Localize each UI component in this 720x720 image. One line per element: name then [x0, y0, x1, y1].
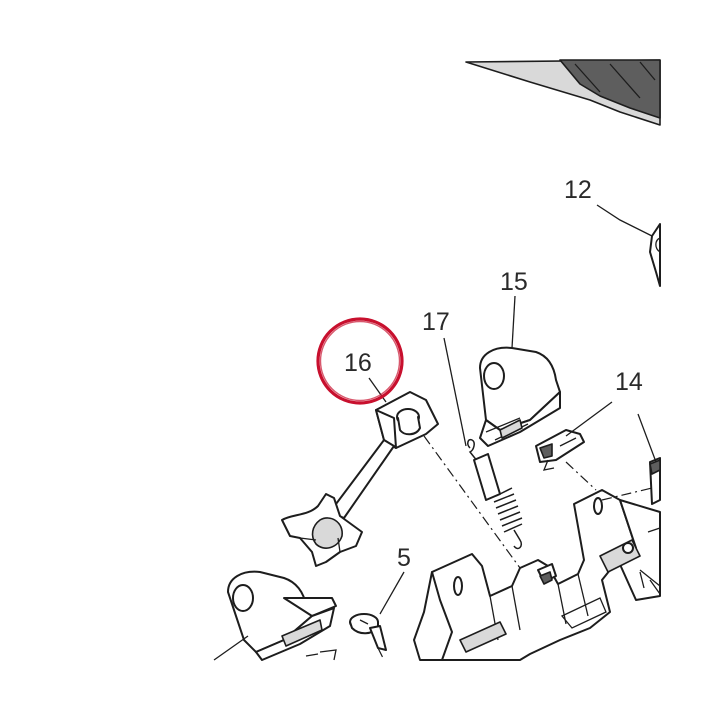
callout-15: 15	[500, 268, 528, 296]
callout-16: 16	[344, 349, 372, 377]
leader-14	[565, 401, 613, 437]
callout-5: 5	[397, 544, 411, 572]
part-12	[649, 223, 661, 287]
callout-14: 14	[615, 368, 643, 396]
leader-14b	[637, 413, 657, 463]
leader-17	[443, 337, 467, 447]
base-assembly	[413, 457, 661, 661]
callout-12: 12	[564, 176, 592, 204]
part-14-clip	[535, 429, 585, 471]
callout-17: 17	[422, 308, 450, 336]
lower-left-bracket	[227, 570, 337, 661]
highlight-circle-inner	[319, 320, 401, 402]
part-16-lever	[281, 391, 439, 567]
assembly-axes	[377, 435, 653, 661]
leader-16	[368, 377, 387, 403]
leader-lines	[213, 204, 657, 661]
leader-15	[511, 295, 516, 349]
highlight-circle	[316, 317, 404, 405]
callout-labels: 12 15 17 14 16 5	[344, 176, 643, 572]
part-5-screw	[349, 613, 387, 651]
part-17-spring	[467, 438, 523, 550]
part-15-bracket	[479, 346, 561, 447]
top-housing	[465, 59, 661, 126]
leader-lower-left	[213, 635, 249, 661]
leader-5	[379, 571, 405, 615]
leader-12	[596, 204, 653, 237]
